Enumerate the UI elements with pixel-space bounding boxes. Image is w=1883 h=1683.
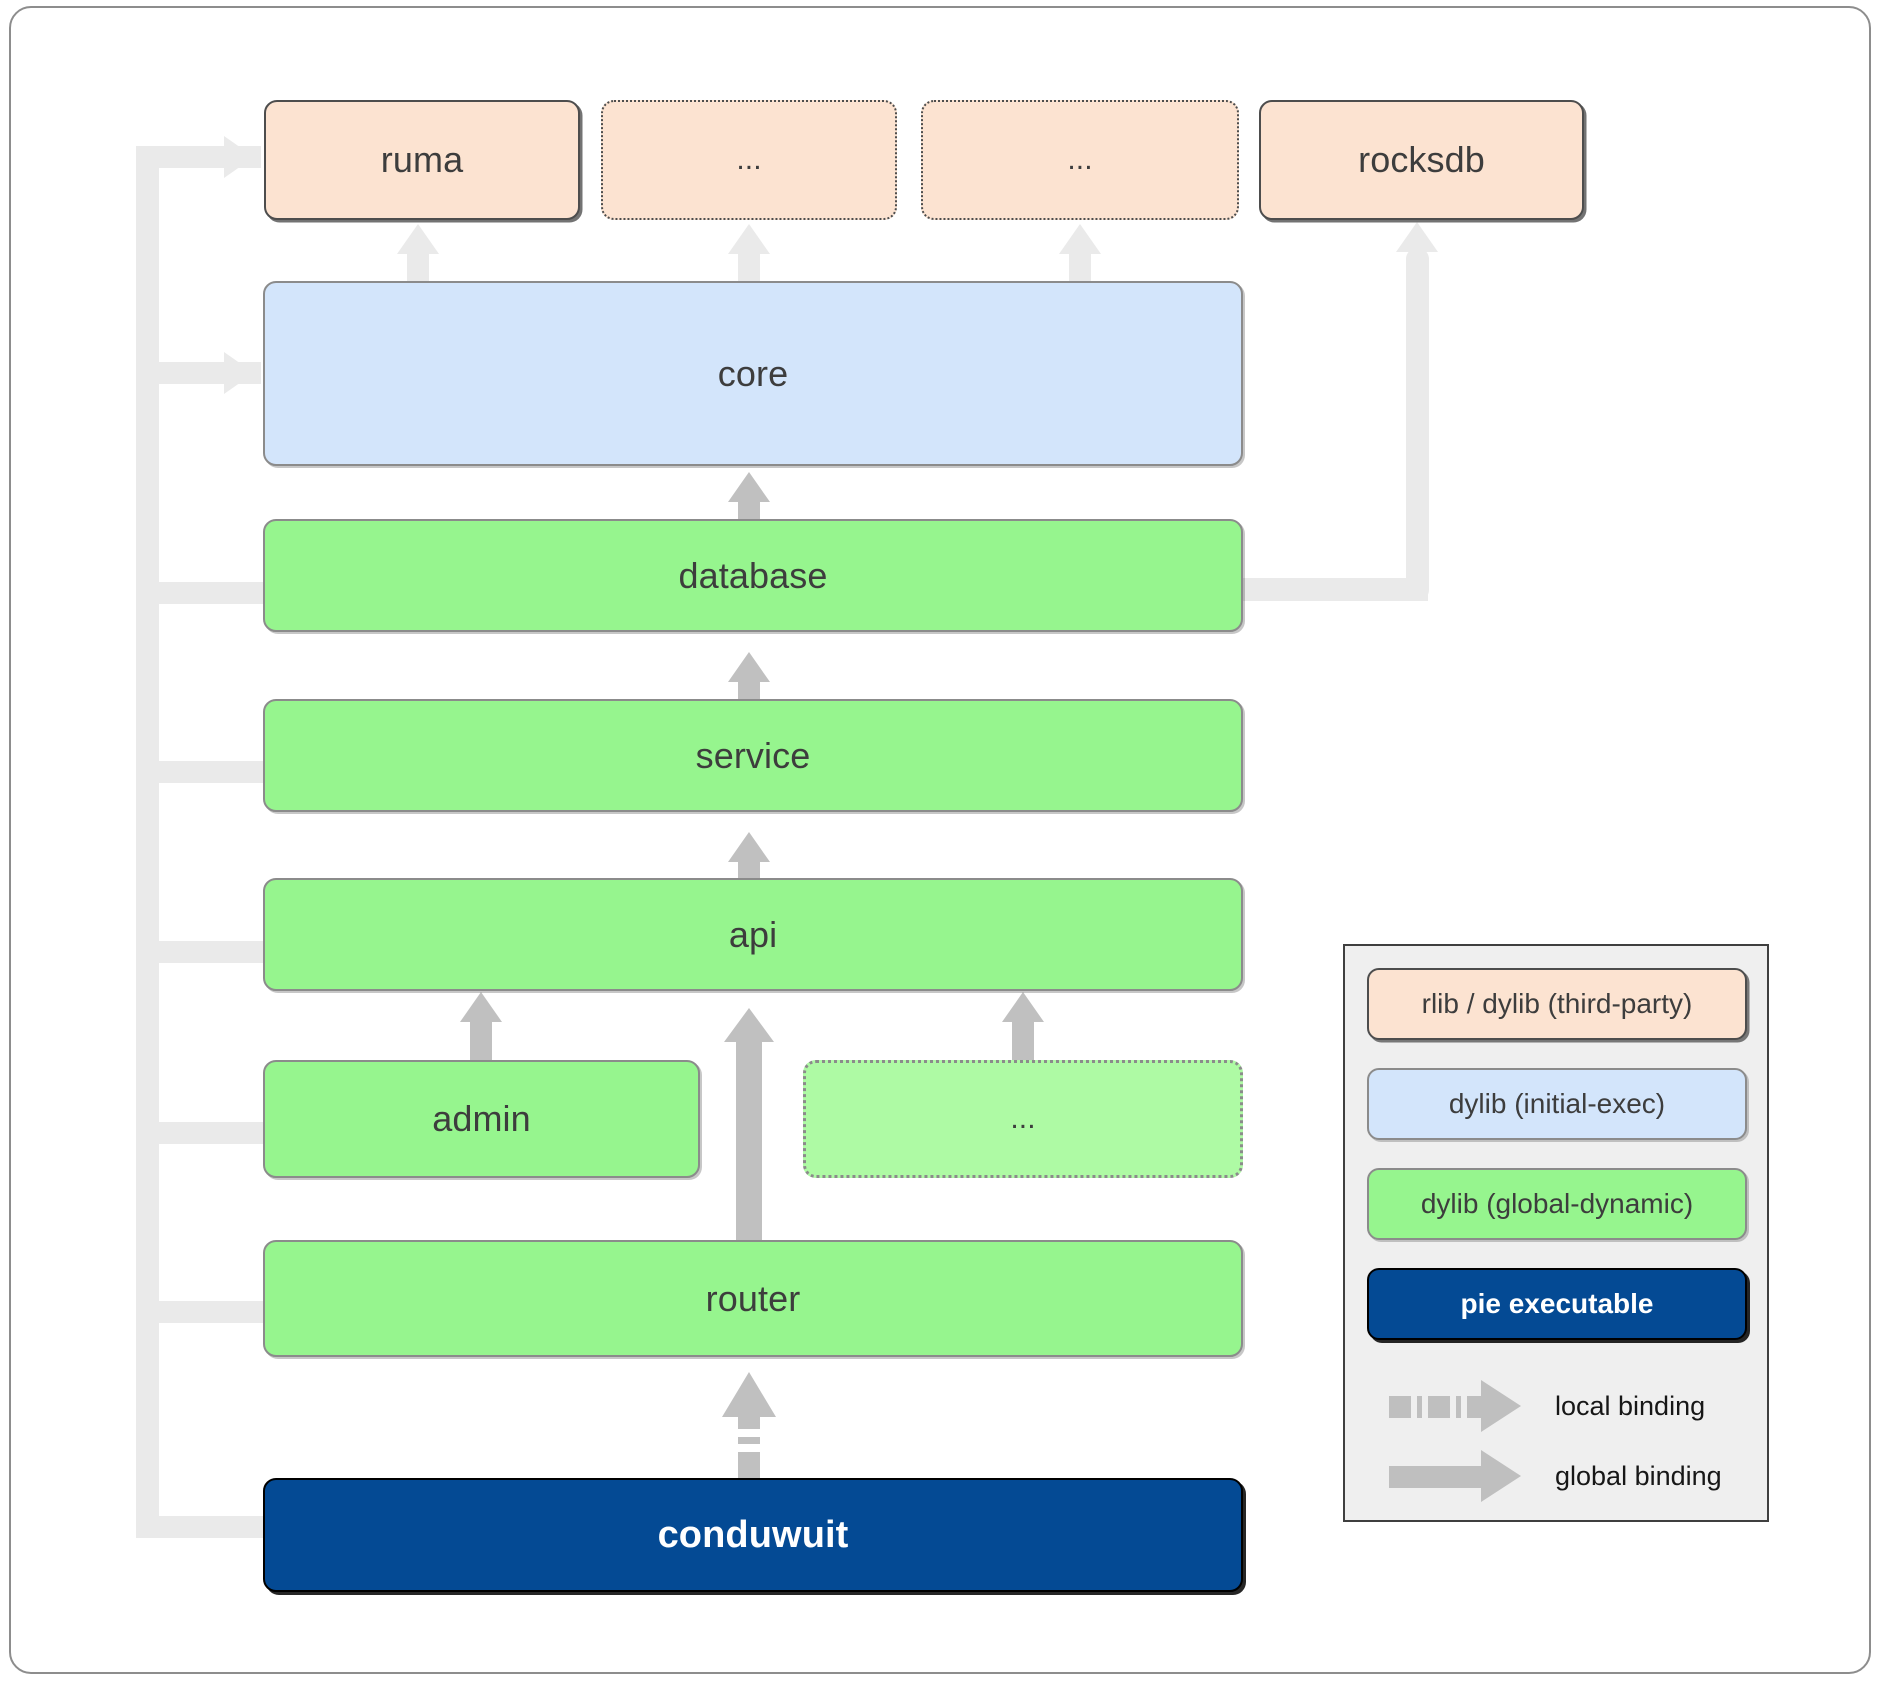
- node-database[interactable]: database: [263, 519, 1243, 632]
- node-conduwuit-label: conduwuit: [657, 1514, 849, 1556]
- legend-row-local-binding: local binding: [1367, 1374, 1749, 1438]
- legend-swatch-third-party: rlib / dylib (third-party): [1367, 968, 1747, 1040]
- core-to-ellipsis2-arrowhead: [1059, 224, 1101, 254]
- database-to-core-arrowhead: [728, 472, 770, 502]
- legend-label-local-binding: local binding: [1555, 1390, 1706, 1421]
- core-to-ellipsis1-arrowhead: [728, 224, 770, 254]
- node-router-label: router: [705, 1277, 801, 1319]
- node-ruma[interactable]: ruma: [264, 100, 580, 220]
- trunk-branch-service-h: [159, 761, 271, 783]
- trunk-vertical: [136, 146, 159, 1538]
- router-to-api-shaft: [736, 1040, 762, 1245]
- trunk-branch-router-h: [159, 1301, 271, 1323]
- node-ellipsis-top-1[interactable]: ...: [601, 100, 897, 220]
- legend-row-global-binding: global binding: [1367, 1444, 1749, 1508]
- legend-label-pie-executable: pie executable: [1460, 1288, 1654, 1319]
- database-to-rocksdb-vertical: [1406, 248, 1429, 601]
- legend-label-initial-exec: dylib (initial-exec): [1448, 1088, 1666, 1119]
- core-to-ellipsis1-shaft: [738, 252, 760, 284]
- node-router[interactable]: router: [263, 1240, 1243, 1357]
- core-to-ruma-shaft: [407, 252, 429, 284]
- node-service[interactable]: service: [263, 699, 1243, 812]
- node-service-label: service: [695, 734, 811, 776]
- conduwuit-to-router-shaft-seg1: [738, 1452, 760, 1478]
- admin-to-api-shaft: [470, 1020, 492, 1063]
- conduwuit-to-router-shaft-seg3: [738, 1415, 760, 1429]
- node-admin[interactable]: admin: [263, 1060, 700, 1178]
- legend-swatch-initial-exec: dylib (initial-exec): [1367, 1068, 1747, 1140]
- router-to-api-arrowhead: [724, 1008, 774, 1042]
- ellipsis-mid-to-api-shaft: [1012, 1020, 1034, 1063]
- node-api-label: api: [728, 913, 778, 955]
- node-ellipsis-top-2[interactable]: ...: [921, 100, 1239, 220]
- node-api[interactable]: api: [263, 878, 1243, 991]
- database-to-rocksdb-arrowhead: [1396, 222, 1438, 252]
- node-rocksdb-label: rocksdb: [1358, 139, 1485, 180]
- global-binding-arrow-icon: [1389, 1444, 1529, 1508]
- service-to-database-arrowhead: [728, 652, 770, 682]
- legend-panel: rlib / dylib (third-party) dylib (initia…: [1343, 944, 1769, 1522]
- trunk-branch-database-h: [159, 582, 271, 604]
- admin-to-api-arrowhead: [460, 992, 502, 1022]
- node-ellipsis-top-1-label: ...: [736, 143, 762, 176]
- trunk-branch-core-arrowhead: [224, 352, 254, 394]
- trunk-branch-ruma-arrowhead: [224, 136, 254, 178]
- legend-label-global-binding: global binding: [1555, 1460, 1722, 1491]
- node-ellipsis-mid[interactable]: ...: [803, 1060, 1243, 1178]
- local-binding-arrow-icon: [1389, 1374, 1529, 1438]
- legend-label-global-dynamic: dylib (global-dynamic): [1420, 1188, 1694, 1219]
- core-to-ellipsis2-shaft: [1069, 252, 1091, 284]
- ellipsis-mid-to-api-arrowhead: [1002, 992, 1044, 1022]
- node-ellipsis-mid-label: ...: [1010, 1102, 1036, 1135]
- core-to-ruma-arrowhead: [397, 224, 439, 254]
- node-core[interactable]: core: [263, 281, 1243, 466]
- legend-label-third-party: rlib / dylib (third-party): [1421, 988, 1693, 1019]
- node-core-label: core: [717, 352, 789, 394]
- legend-swatch-pie-executable: pie executable: [1367, 1268, 1747, 1340]
- node-admin-label: admin: [432, 1098, 531, 1139]
- node-conduwuit[interactable]: conduwuit: [263, 1478, 1243, 1592]
- trunk-branch-api-h: [159, 941, 271, 963]
- node-database-label: database: [678, 554, 828, 596]
- database-to-rocksdb-horizontal: [1236, 578, 1428, 601]
- node-rocksdb[interactable]: rocksdb: [1259, 100, 1584, 220]
- conduwuit-to-router-arrowhead: [722, 1372, 776, 1417]
- api-to-service-arrowhead: [728, 832, 770, 862]
- legend-swatch-global-dynamic: dylib (global-dynamic): [1367, 1168, 1747, 1240]
- trunk-branch-conduwuit-h: [136, 1516, 271, 1538]
- conduwuit-to-router-shaft-seg2: [738, 1437, 760, 1444]
- node-ellipsis-top-2-label: ...: [1067, 143, 1093, 176]
- node-ruma-label: ruma: [380, 139, 464, 180]
- trunk-branch-admin-h: [159, 1122, 271, 1144]
